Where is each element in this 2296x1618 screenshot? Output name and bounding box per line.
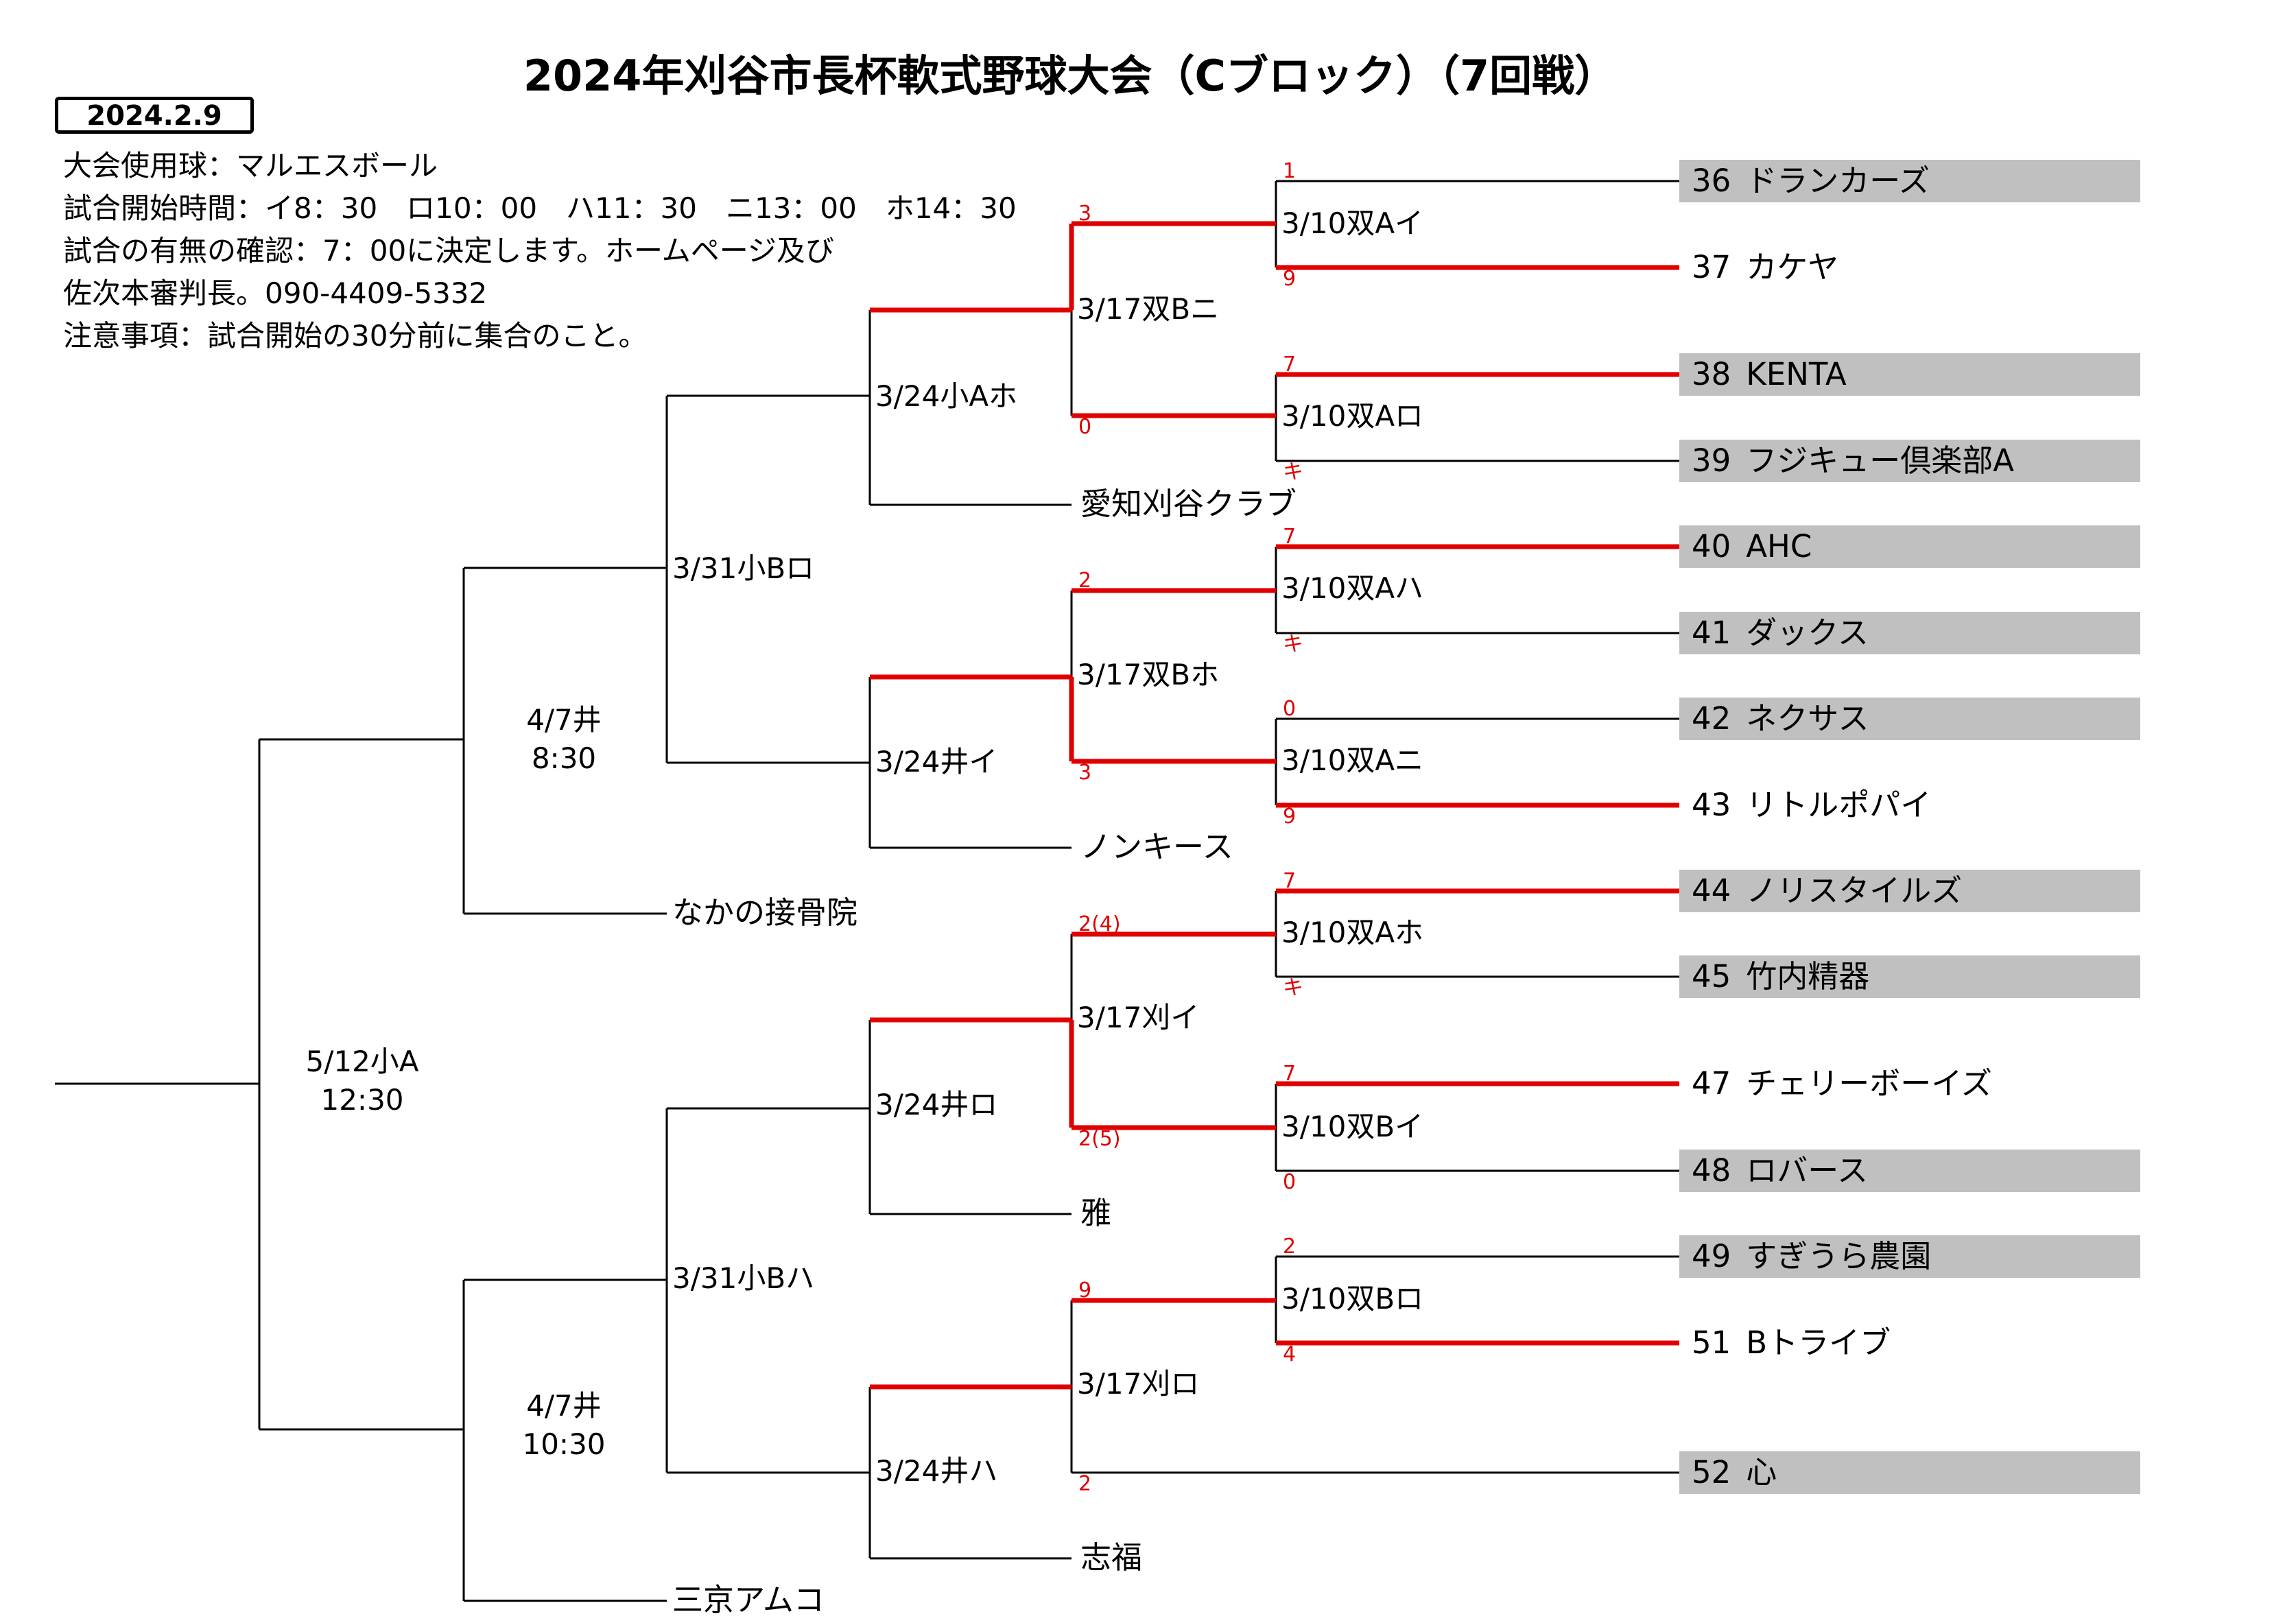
info-line-ball: 大会使用球：マルエスボール <box>63 149 438 182</box>
score: 2 <box>1283 1235 1297 1259</box>
seed-team-sankyo: 三京アムコ <box>672 1582 825 1618</box>
match-label: 3/31小Bハ <box>672 1261 815 1295</box>
score: 2(5) <box>1078 1127 1121 1151</box>
match-label: 3/10双Bロ <box>1281 1282 1424 1316</box>
score: 4 <box>1283 1342 1297 1366</box>
score: 1 <box>1283 159 1297 183</box>
date-box: 2024.2.9 <box>55 97 254 134</box>
score: 0 <box>1283 1170 1297 1194</box>
score: キ <box>1283 632 1303 656</box>
seed-team-shifuku: 志福 <box>1080 1539 1143 1575</box>
score: 3 <box>1078 202 1092 226</box>
match-label: 3/17刈ロ <box>1077 1367 1200 1401</box>
score: 9 <box>1283 267 1297 291</box>
match-label: 3/10双Aハ <box>1281 571 1424 605</box>
score: 7 <box>1283 869 1297 893</box>
score: 9 <box>1078 1278 1092 1302</box>
seed-team-nakano: なかの接骨院 <box>672 894 858 931</box>
match-label: 3/17刈イ <box>1077 1001 1200 1034</box>
score: 7 <box>1283 1062 1297 1086</box>
match-label: 3/24井ロ <box>875 1088 998 1121</box>
score: 2(4) <box>1078 912 1121 936</box>
score: 7 <box>1283 525 1297 549</box>
match-label: 3/24小Aホ <box>875 379 1018 413</box>
seed-team-miyabi: 雅 <box>1080 1195 1112 1231</box>
score: 2 <box>1078 1472 1092 1496</box>
info-line-referee: 佐次本審判長。090-4409-5332 <box>63 276 488 310</box>
score: キ <box>1283 976 1303 1000</box>
page-title: 2024年刈谷市長杯軟式野球大会（Cブロック）（7回戦） <box>523 51 1618 101</box>
match-label: 3/10双Aイ <box>1281 206 1424 240</box>
match-label: 3/17双Bホ <box>1077 658 1220 691</box>
info-line-notes: 注意事項：試合開始の30分前に集合のこと。 <box>63 319 648 353</box>
info-line-times: 試合開始時間：イ8：30 ロ10：00 ハ11：30 ニ13：00 ホ14：30 <box>63 191 1017 225</box>
match-label: 3/10双Aニ <box>1281 743 1424 777</box>
match-label: 3/17双Bニ <box>1077 292 1220 326</box>
match-label: 3/24井イ <box>875 745 998 778</box>
match-label: 3/24井ハ <box>875 1454 998 1488</box>
score: 0 <box>1078 415 1092 439</box>
score: 0 <box>1283 697 1297 721</box>
match-label: 3/10双Bイ <box>1281 1110 1424 1143</box>
score: 2 <box>1078 569 1092 593</box>
info-line-confirm: 試合の有無の確認：7：00に決定します。ホームページ及び <box>63 234 834 267</box>
match-label: 3/31小Bロ <box>672 551 815 585</box>
score: キ <box>1283 460 1303 484</box>
match-label: 3/10双Aロ <box>1281 399 1424 433</box>
score: 7 <box>1283 353 1297 377</box>
match-label: 3/10双Aホ <box>1281 916 1424 949</box>
seed-team-non-kiss: ノンキース <box>1080 829 1233 865</box>
score: 3 <box>1078 761 1092 785</box>
seed-team-aichi-kariya: 愛知刈谷クラブ <box>1080 486 1297 522</box>
score: 9 <box>1283 805 1297 829</box>
